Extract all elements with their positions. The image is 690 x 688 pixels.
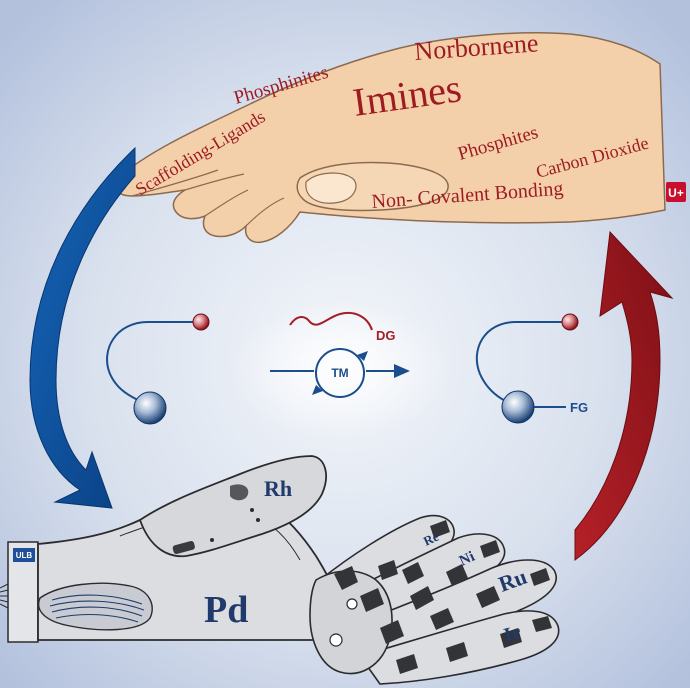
human-hand-shape: [114, 32, 666, 244]
blue-cycle-arrow: [29, 146, 136, 509]
ulb-badge-text: ULB: [16, 551, 33, 560]
robot-thumb: [138, 455, 327, 558]
finger-crease: [204, 189, 249, 217]
wrist-wires: [0, 583, 9, 609]
human-hand: Norbornene Phosphinites Imines Scaffoldi…: [114, 28, 686, 244]
metal-label-ir: Ir: [502, 621, 524, 647]
ulb-badge: [13, 548, 35, 562]
knuckle-joint: [329, 633, 343, 647]
thumb-joint-dark: [230, 484, 249, 501]
thumb-rivet: [250, 508, 254, 512]
directing-group-arc: [289, 312, 373, 331]
thumb-rivet: [210, 538, 214, 542]
finger-crease: [131, 169, 219, 197]
palm-vent-stripes: [49, 594, 145, 623]
catalyst-label: TM: [331, 366, 348, 380]
metal-label-rh: Rh: [264, 476, 292, 501]
university-logo-text: U+: [668, 186, 684, 200]
thumb-sensor: [172, 540, 195, 555]
metal-label-re: Re: [421, 529, 441, 549]
finger-crease: [184, 173, 245, 191]
directing-group-label: DG: [376, 328, 396, 343]
reaction-scheme: DG TM FG: [106, 312, 588, 425]
robot-knuckles: [309, 570, 393, 675]
functional-group-label: FG: [570, 400, 588, 415]
reaction-arrow-head: [394, 364, 410, 378]
cycle-arrowhead-right: [357, 351, 368, 361]
center-glow: [230, 300, 450, 440]
product-chain: [475, 321, 565, 405]
metal-label-pd: Pd: [204, 589, 248, 631]
finger-crease: [245, 197, 285, 227]
substrate-chain: [106, 321, 196, 405]
knuckle-joint: [346, 598, 358, 610]
substrate-red-atom: [192, 313, 210, 331]
cycle-arrowhead-left: [312, 385, 323, 395]
robot-hand: ULB: [0, 455, 560, 685]
metal-label-ni: Ni: [457, 549, 477, 570]
thumb-nail: [305, 172, 357, 204]
finger-dark-segments: [334, 520, 552, 674]
red-cycle-arrow: [574, 230, 674, 561]
product-blue-sphere: [501, 390, 535, 424]
product-red-atom: [561, 313, 579, 331]
palm-vent: [37, 582, 153, 631]
university-logo: [666, 182, 686, 202]
thumb-rivet: [256, 518, 260, 522]
catalytic-cycle-circle: [315, 348, 365, 398]
substrate-blue-sphere: [133, 391, 167, 425]
